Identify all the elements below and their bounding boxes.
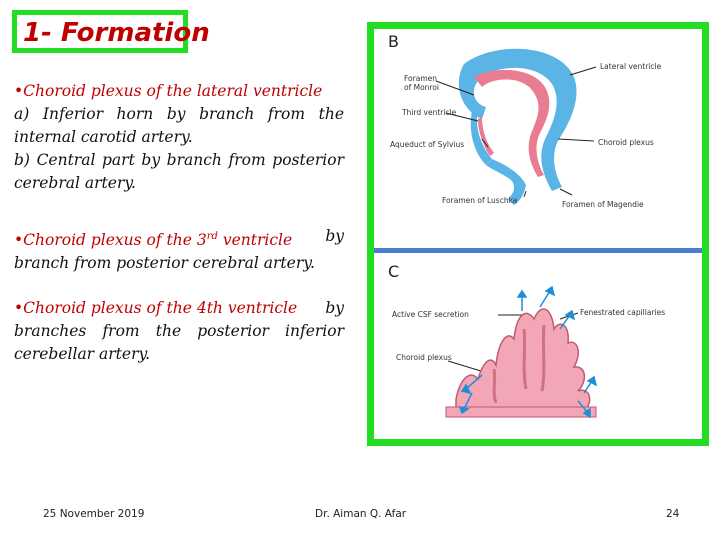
figure-svg: B Foramen of Monroi Third ventricle Aque… [374, 32, 702, 419]
item-rest: by [325, 227, 344, 245]
figure-frame: B Foramen of Monroi Third ventricle Aque… [367, 22, 709, 446]
footer-date: 25 November 2019 [43, 508, 145, 520]
item-fourth-ventricle: •Choroid plexus of the 4th ventricle by … [14, 297, 344, 366]
slide-title: 1- Formation [23, 18, 210, 48]
item-line: branch from posterior cerebral artery. [14, 254, 315, 273]
lateral-ventricle-shape [458, 48, 577, 191]
item-heading: Choroid plexus of the 4th ventricle [23, 299, 298, 317]
item-heading-tail: ventricle [222, 231, 293, 250]
item-lateral-ventricle: •Choroid plexus of the lateral ventricle… [14, 80, 344, 195]
panel-divider [374, 248, 702, 253]
label-third-ventricle: Third ventricle [401, 108, 457, 117]
item-line: cerebellar artery. [14, 345, 151, 363]
villi-diagram [445, 308, 597, 418]
item-line: a) Inferior horn by branch from the [14, 105, 344, 123]
item-line: b) Central part by branch from posterior [14, 151, 344, 169]
label-active-csf: Active CSF secretion [392, 310, 469, 319]
item-heading: Choroid plexus of the 3 [23, 231, 207, 250]
figure-b-letter: B [388, 32, 399, 51]
label-aqueduct: Aqueduct of Sylvius [390, 140, 464, 149]
ventricle-diagram [458, 48, 577, 205]
csf-arrows [458, 285, 598, 419]
third-ventricle-shape [470, 109, 492, 165]
fourth-ventricle-shape [486, 159, 526, 205]
choroid-plexus-shape [474, 69, 550, 177]
item-sup: rd [206, 231, 218, 242]
label-choroid-plexus-c: Choroid plexus [396, 353, 452, 362]
footer-page-number: 24 [666, 508, 680, 520]
bullet: • [14, 82, 24, 100]
item-heading: Choroid plexus of the lateral ventricle [23, 82, 323, 100]
label-foramen-luschka: Foramen of Luschka [442, 196, 517, 205]
third-ventricle-plexus [478, 117, 494, 156]
item-line: branches from the posterior inferior [14, 322, 344, 340]
title-box: 1- Formation [12, 10, 210, 53]
bullet: • [14, 231, 24, 250]
item-line: cerebral artery. [14, 174, 136, 192]
label-foramen-magendie: Foramen of Magendie [562, 200, 644, 209]
label-lateral-ventricle: Lateral ventricle [600, 62, 662, 71]
bullet: • [14, 299, 24, 317]
label-choroid-plexus-b: Choroid plexus [598, 138, 654, 147]
footer-author: Dr. Aiman Q. Afar [315, 508, 407, 520]
label-foramen-monroi-1: Foramen [404, 74, 437, 83]
item-rest: by [325, 299, 344, 317]
figure-c-letter: C [388, 262, 399, 281]
label-fenestrated: Fenestrated capillaries [580, 308, 665, 317]
label-foramen-monroi-2: of Monroi [404, 83, 439, 92]
item-third-ventricle: •Choroid plexus of the 3rd ventricle by … [14, 225, 344, 275]
item-line: internal carotid artery. [14, 128, 193, 146]
pointer-lines-b [435, 66, 597, 198]
